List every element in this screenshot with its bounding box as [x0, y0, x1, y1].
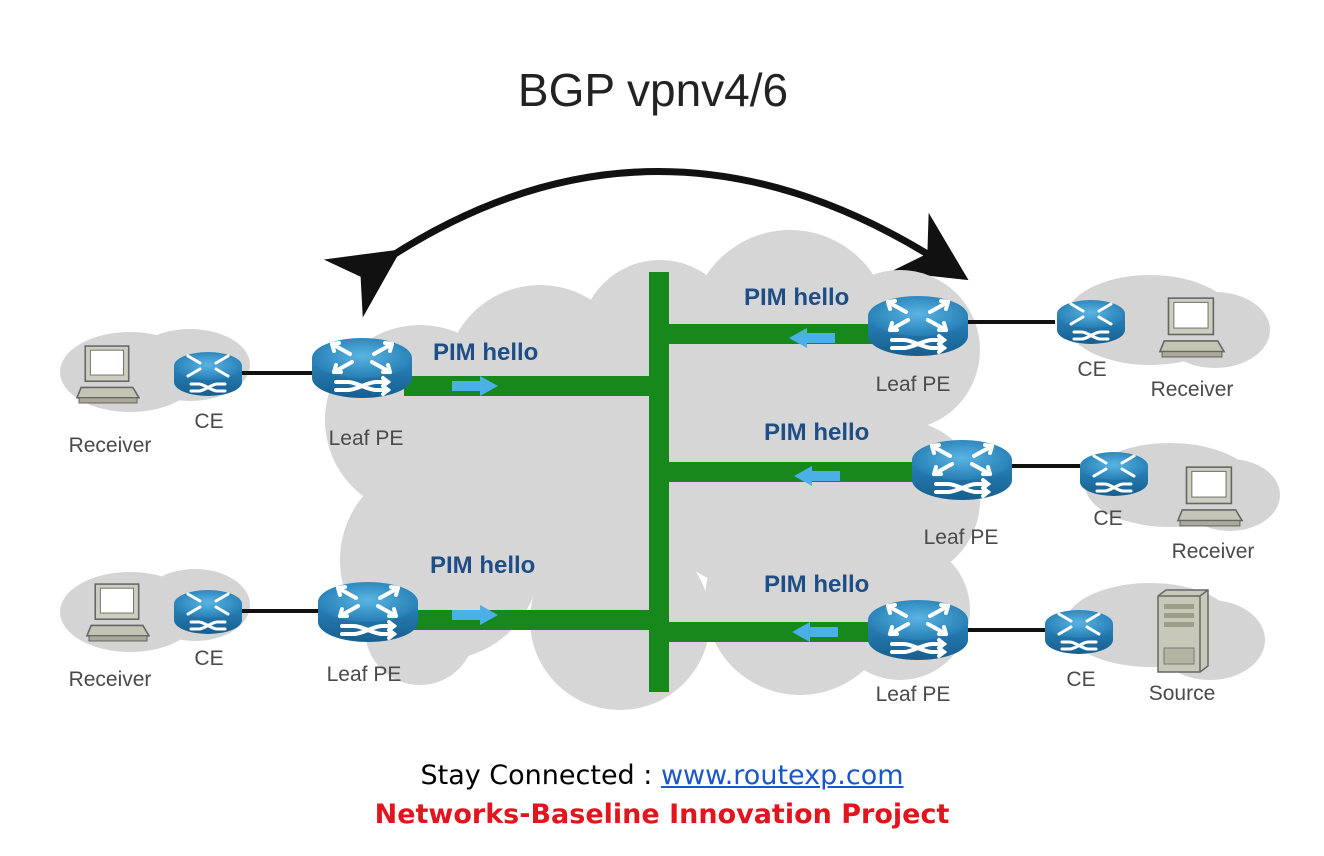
bus-branch-right-bottom [649, 622, 875, 642]
ce-router-left-bottom [172, 588, 244, 636]
ce-label-left-bottom: CE [194, 647, 223, 670]
leaf-pe-router-left-top [310, 336, 414, 400]
pim-arrow-right-middle [794, 466, 840, 486]
leaf-pe-label-right-middle: Leaf PE [924, 526, 999, 549]
leaf-pe-label-right-bottom: Leaf PE [876, 683, 951, 706]
ce-label-right-top: CE [1077, 358, 1106, 381]
receiver-label-left-top: Receiver [69, 434, 152, 457]
stay-connected-text: Stay Connected : [420, 760, 661, 791]
leaf-pe-router-right-top [866, 294, 970, 358]
leaf-pe-label-left-bottom: Leaf PE [327, 663, 402, 686]
website-link[interactable]: www.routexp.com [660, 760, 904, 791]
pim-hello-label-right-middle: PIM hello [764, 419, 869, 446]
pim-hello-label-left-top: PIM hello [433, 339, 538, 366]
receiver-label-right-middle: Receiver [1172, 540, 1255, 563]
pim-arrow-left-bottom [452, 605, 498, 625]
pim-hello-label-left-bottom: PIM hello [430, 552, 535, 579]
bgp-session-arrow [323, 168, 969, 318]
bus-branch-right-top [649, 324, 875, 344]
pim-arrow-left-top [452, 376, 498, 396]
ce-router-right-bottom [1043, 608, 1115, 656]
ce-router-right-top [1055, 298, 1127, 346]
ce-label-left-top: CE [194, 410, 223, 433]
project-name: Networks-Baseline Innovation Project [374, 799, 950, 830]
source-server [1157, 589, 1209, 673]
leaf-pe-router-right-middle [910, 438, 1014, 502]
ce-router-right-middle [1078, 450, 1150, 498]
pim-arrow-right-top [789, 328, 835, 348]
stay-connected-line: Stay Connected : www.routexp.com [0, 758, 1324, 794]
pim-hello-label-right-top: PIM hello [744, 284, 849, 311]
bus-branch-left-top [404, 376, 669, 396]
pim-hello-label-right-bottom: PIM hello [764, 571, 869, 598]
ce-label-right-middle: CE [1093, 507, 1122, 530]
pim-arrow-right-bottom [792, 622, 838, 642]
leaf-pe-router-left-bottom [316, 580, 420, 644]
bus-branch-right-middle [649, 462, 915, 482]
footer: Stay Connected : www.routexp.com Network… [0, 758, 1324, 836]
source-label: Source [1149, 682, 1216, 705]
leaf-pe-label-right-top: Leaf PE [876, 373, 951, 396]
pim-arrows [452, 328, 840, 642]
diagram-title: BGP vpnv4/6 [518, 64, 788, 116]
receiver-label-left-bottom: Receiver [69, 668, 152, 691]
ce-label-right-bottom: CE [1066, 668, 1095, 691]
receiver-label-right-top: Receiver [1151, 378, 1234, 401]
leaf-pe-router-right-bottom [866, 598, 970, 662]
leaf-pe-label-left-top: Leaf PE [329, 427, 404, 450]
ce-router-left-top [172, 350, 244, 398]
access-links [240, 320, 1080, 632]
